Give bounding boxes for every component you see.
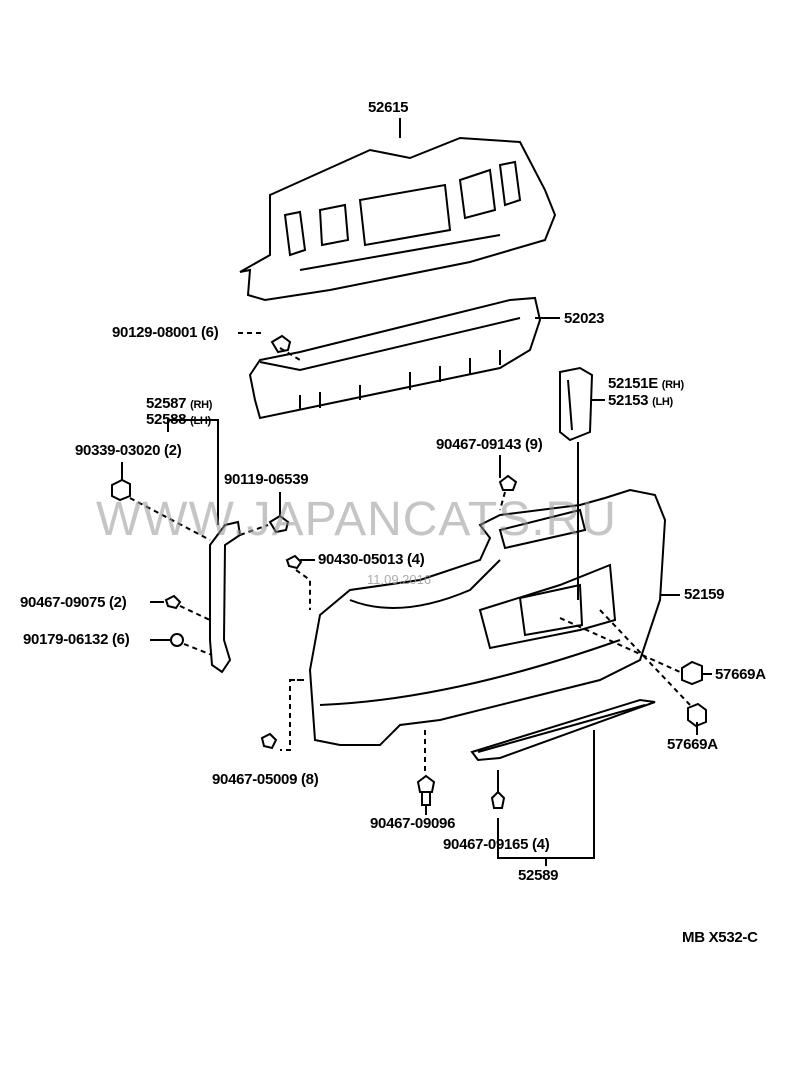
label-90467-09075: 90467-09075 (2) — [20, 594, 127, 611]
side-note: (LH) — [190, 415, 211, 427]
part-52151E-reflector[interactable] — [559, 366, 605, 600]
label-90467-05009: 90467-05009 (8) — [212, 771, 319, 788]
label-90467-09165: 90467-09165 (4) — [443, 836, 550, 853]
part-52615-panel[interactable] — [239, 118, 557, 302]
part-52023-beam[interactable] — [238, 296, 560, 420]
part-number: 52153 — [608, 392, 649, 409]
part-52589-moulding[interactable] — [470, 698, 656, 866]
label-52589: 52589 — [518, 867, 559, 884]
part-number: 52588 — [146, 411, 187, 428]
label-52023: 52023 — [564, 310, 605, 327]
label-52151E: 52151E (RH) — [608, 376, 684, 393]
label-90430-05013: 90430-05013 (4) — [318, 551, 425, 568]
label-90339-03020: 90339-03020 (2) — [75, 442, 182, 459]
label-57669A-upper: 57669A — [715, 666, 766, 683]
label-52588: 52588 (LH) — [146, 412, 211, 429]
watermark-date: 11.09.2016 — [367, 572, 432, 587]
part-number: 52151E — [608, 375, 658, 392]
label-90467-09096: 90467-09096 — [370, 815, 456, 832]
part-number: 52587 — [146, 395, 187, 412]
label-90179-06132: 90179-06132 (6) — [23, 631, 130, 648]
label-90467-09143: 90467-09143 (9) — [436, 436, 543, 453]
diagram-code: MB X532-C — [682, 929, 758, 946]
side-note: (RH) — [661, 379, 684, 391]
side-note: (LH) — [652, 396, 673, 408]
label-90129-08001: 90129-08001 (6) — [112, 324, 219, 341]
label-52159: 52159 — [684, 586, 725, 603]
part-52587-bracket[interactable] — [111, 419, 290, 674]
label-52615: 52615 — [368, 99, 409, 116]
side-note: (RH) — [190, 399, 213, 411]
label-90119-06539: 90119-06539 — [224, 471, 309, 488]
part-57669A-clips[interactable] — [559, 609, 712, 735]
watermark: WWW.JAPANCATS.RU — [96, 493, 617, 546]
label-52587: 52587 (RH) — [146, 396, 212, 413]
label-57669A-lower: 57669A — [667, 736, 718, 753]
label-52153: 52153 (LH) — [608, 393, 673, 410]
part-52159-bumper-cover[interactable] — [260, 455, 680, 815]
